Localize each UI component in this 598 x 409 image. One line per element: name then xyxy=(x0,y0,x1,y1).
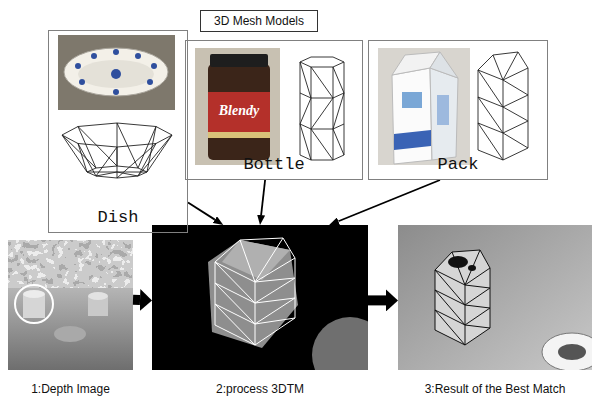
flow-arrow xyxy=(261,180,265,215)
group-heading: 3D Mesh Models xyxy=(200,10,318,32)
box-title: 3D Mesh Models xyxy=(214,14,304,28)
pack-mesh xyxy=(478,52,528,160)
pack-photo xyxy=(378,48,470,165)
model-panel: Dish xyxy=(48,30,188,233)
block-arrow xyxy=(368,295,386,305)
image-panel: 2:process 3DTM xyxy=(152,225,368,370)
bottle-mesh xyxy=(300,57,344,160)
depth-image xyxy=(8,240,133,370)
image-panel: 3:Result of the Best Match xyxy=(398,225,592,370)
image-caption: 1:Depth Image xyxy=(31,382,110,396)
box-title: Dish xyxy=(49,208,187,227)
model-panel: Bottle xyxy=(185,40,363,180)
box-title: Pack xyxy=(369,155,547,174)
flow-arrow xyxy=(188,203,215,220)
box-title: Bottle xyxy=(186,155,362,174)
flow-arrow xyxy=(338,180,440,221)
model-panel: Pack xyxy=(368,40,548,180)
result-image xyxy=(398,225,592,370)
product-label: Blendy xyxy=(208,103,270,119)
dish-mesh xyxy=(62,123,172,178)
image-caption: 3:Result of the Best Match xyxy=(425,382,566,396)
image-panel: 1:Depth Image xyxy=(8,240,133,370)
image-caption: 2:process 3DTM xyxy=(216,382,304,396)
bottle-photo xyxy=(195,48,280,165)
dish-photo xyxy=(58,35,175,110)
process-image xyxy=(152,225,368,370)
block-arrow xyxy=(133,295,140,305)
